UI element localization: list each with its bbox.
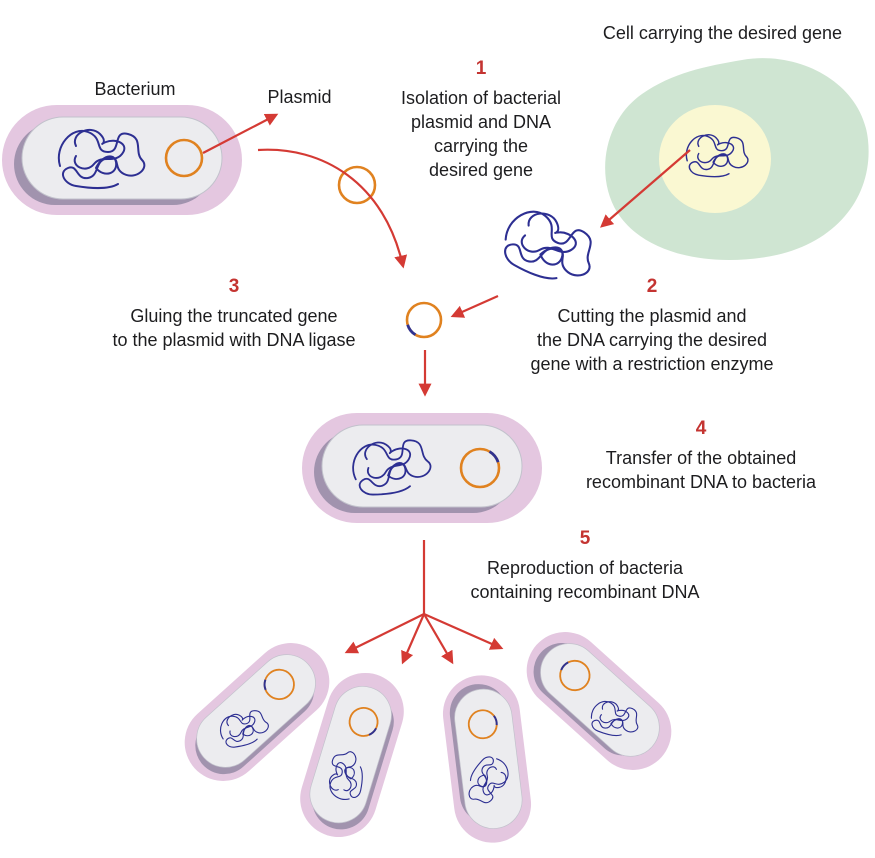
arrow-fan-right-inner: [423, 613, 454, 665]
isolated-plasmid-ring: [337, 165, 377, 205]
bacterium-shell: [438, 670, 536, 848]
recombinant-plasmid-graphic: [405, 301, 443, 339]
step-1-number: 1: [475, 58, 487, 79]
gene-insert-arc: [459, 447, 501, 489]
bacterium-graphic-bottom-2: [290, 663, 414, 847]
step-2: 2 Cutting the plasmid and the DNA carryi…: [494, 276, 810, 376]
step-4: 4 Transfer of the obtained recombinant D…: [536, 418, 866, 494]
arrows: [202, 113, 691, 665]
step-3-text: Gluing the truncated gene to the plasmid…: [112, 306, 356, 350]
step-4-number: 4: [695, 418, 707, 439]
bacterium-shell: [301, 412, 543, 524]
arrow-to-plasmid-label: [202, 113, 279, 154]
gene-insert-arc: [405, 301, 443, 339]
bacterium-graphic-bottom-1: [168, 626, 346, 798]
step-4-text: Transfer of the obtained recombinant DNA…: [585, 448, 817, 492]
plasmid-ring: [405, 301, 443, 339]
step-2-text: Cutting the plasmid and the DNA carrying…: [530, 306, 774, 374]
bacterium-shell: [510, 615, 688, 787]
bacterium-shell: [1, 104, 243, 216]
plasmid-ring: [348, 707, 379, 737]
arrow-fan-left-inner: [401, 613, 426, 665]
label-cell-carrying-gene: Cell carrying the desired gene: [602, 23, 843, 43]
step-3: 3 Gluing the truncated gene to the plasm…: [48, 276, 420, 352]
step-5: 5 Reproduction of bacteria containing re…: [424, 528, 746, 604]
bacterium-graphic-middle: [301, 412, 543, 524]
arrow-dna-isolation: [600, 149, 691, 228]
arrow-fan-right-outer: [423, 612, 504, 650]
step-1: 1 Isolation of bacterial plasmid and DNA…: [366, 58, 596, 182]
label-bacterium: Bacterium: [94, 79, 176, 99]
arrow-fan-left-outer: [344, 613, 425, 654]
plasmid-ring: [164, 138, 204, 178]
bacterium-graphic-bottom-4: [510, 615, 688, 787]
step-2-number: 2: [646, 276, 658, 297]
plasmid-ring: [263, 668, 295, 701]
donor-cell-graphic: [605, 58, 869, 261]
plasmid-ring: [459, 447, 501, 489]
step-1-text: Isolation of bacterial plasmid and DNA c…: [400, 88, 562, 180]
arrow-gene-to-plasmid: [450, 294, 499, 318]
label-plasmid: Plasmid: [267, 87, 332, 107]
step-3-number: 3: [228, 276, 240, 297]
step-5-number: 5: [579, 528, 591, 549]
bacterium-graphic-bottom-3: [438, 670, 536, 848]
bacterium-graphic-top: [1, 104, 243, 216]
arrow-plasmid-isolation-curve: [257, 148, 408, 269]
step-5-text: Reproduction of bacteria containing reco…: [470, 558, 700, 602]
